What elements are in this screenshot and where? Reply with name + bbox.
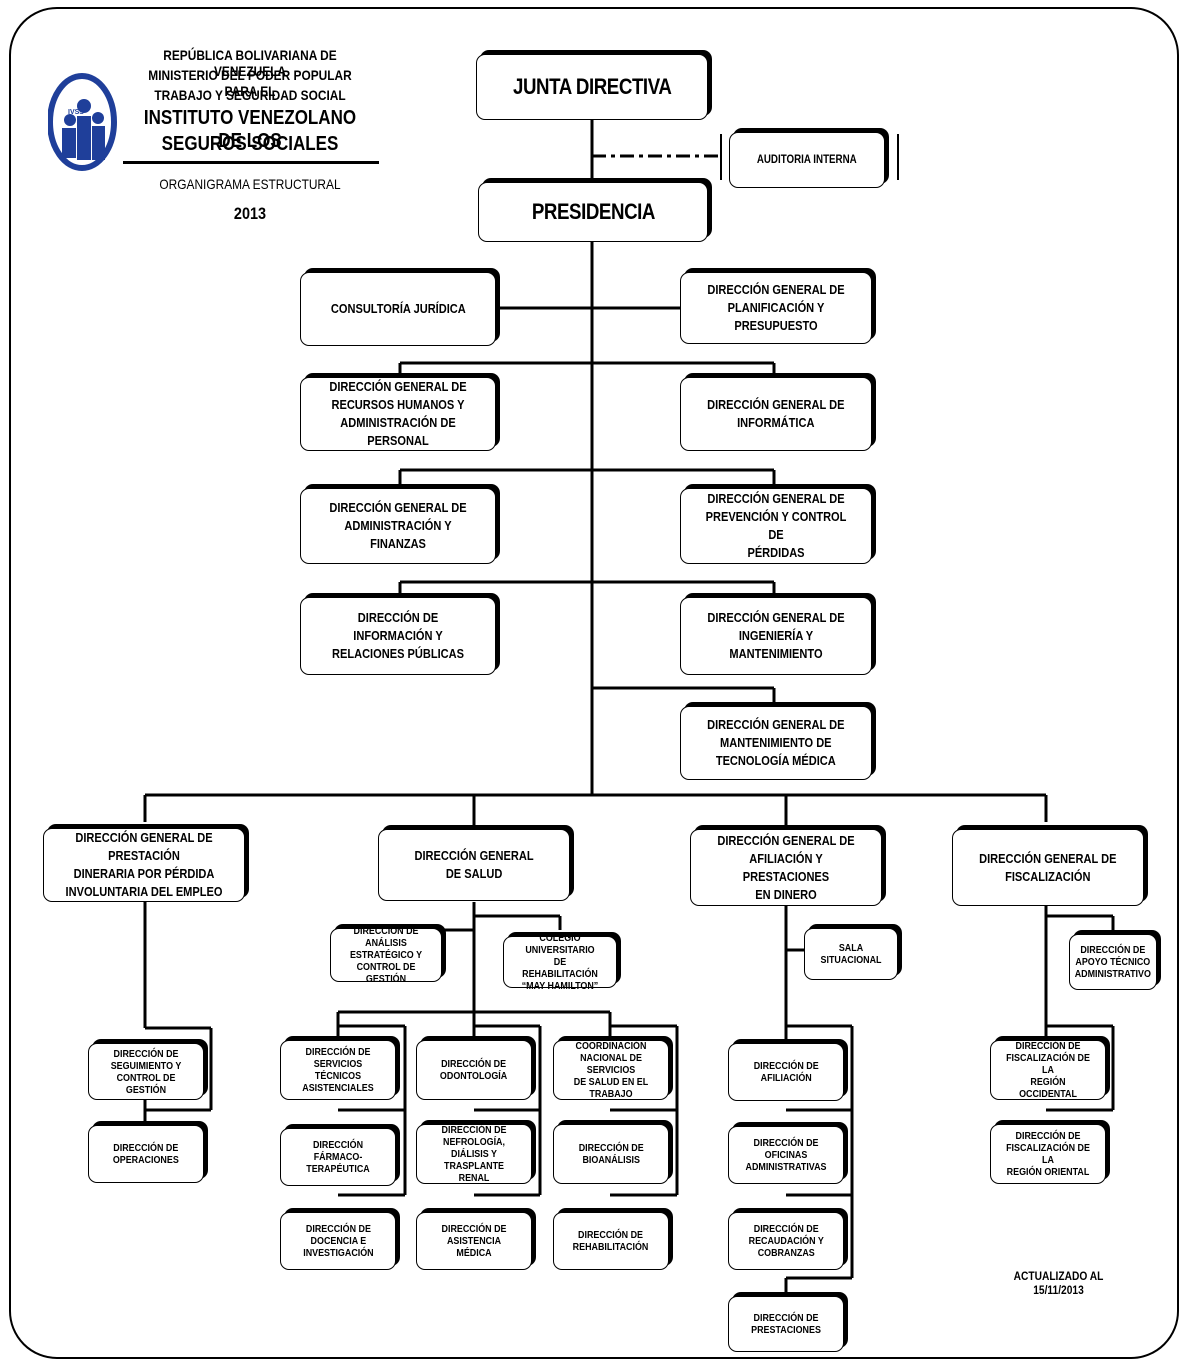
box-colegio-may-hamilton: COLEGIO UNIVERSITARIO DE REHABILITACIÓN …	[503, 932, 617, 992]
box-docencia-investigacion: DIRECCIÓN DE DOCENCIA E INVESTIGACIÓN	[280, 1212, 396, 1270]
box-seguimiento-control: DIRECCIÓN DE SEGUIMIENTO Y CONTROL DE GE…	[88, 1043, 204, 1100]
box-prevencion-perdidas: DIRECCIÓN GENERAL DE PREVENCIÓN Y CONTRO…	[680, 488, 872, 564]
box-bioanalisis: DIRECCIÓN DE BIOANÁLISIS	[553, 1124, 669, 1184]
header-line-3: TRABAJO Y SEGURIDAD SOCIAL	[154, 87, 346, 103]
box-farmaco-terapeutica: DIRECCIÓN FÁRMACO-TERAPÉUTICA	[280, 1128, 396, 1186]
box-recaudacion-cobranzas: DIRECCIÓN DE RECAUDACIÓN Y COBRANZAS	[728, 1212, 844, 1270]
box-direccion-salud: DIRECCIÓN GENERAL DE SALUD	[378, 829, 570, 901]
box-planificacion-presupuesto: DIRECCIÓN GENERAL DE PLANIFICACIÓN Y PRE…	[680, 272, 872, 344]
chart-frame	[9, 7, 1179, 1359]
box-ingenieria-mantenimiento: DIRECCIÓN GENERAL DE INGENIERÍA Y MANTEN…	[680, 597, 872, 675]
box-afiliacion-prestaciones: DIRECCIÓN GENERAL DE AFILIACIÓN Y PRESTA…	[690, 829, 882, 906]
box-analisis-estrategico: DIRECCIÓN DE ANÁLISIS ESTRATÉGICO Y CONT…	[330, 925, 442, 985]
box-informatica: DIRECCIÓN GENERAL DE INFORMÁTICA	[680, 377, 872, 451]
box-administracion-finanzas: DIRECCIÓN GENERAL DE ADMINISTRACIÓN Y FI…	[300, 488, 496, 564]
header-line-1: REPÚBLICA BOLIVARIANA DE VENEZUELA	[163, 47, 337, 79]
box-region-oriental: DIRECCIÓN DE FISCALIZACIÓN DE LA REGIÓN …	[990, 1124, 1106, 1184]
header-underline	[123, 161, 379, 164]
header-line-2: MINISTERIO DEL PODER POPULAR PARA EL	[148, 67, 352, 99]
box-tecnologia-medica: DIRECCIÓN GENERAL DE MANTENIMIENTO DE TE…	[680, 706, 872, 780]
box-operaciones: DIRECCIÓN DE OPERACIONES	[88, 1125, 204, 1183]
box-odontologia: DIRECCIÓN DE ODONTOLOGÍA	[416, 1040, 532, 1100]
header-institute-1: INSTITUTO VENEZOLANO DE LOS	[143, 107, 357, 152]
box-oficinas-administrativas: DIRECCIÓN DE OFICINAS ADMINISTRATIVAS	[728, 1126, 844, 1184]
box-rehabilitacion: DIRECCIÓN DE REHABILITACIÓN	[553, 1212, 669, 1270]
box-prestacion-dineraria: DIRECCIÓN GENERAL DE PRESTACIÓN DINERARI…	[43, 828, 245, 902]
box-recursos-humanos: DIRECCIÓN GENERAL DE RECURSOS HUMANOS Y …	[300, 377, 496, 451]
box-nefrologia: DIRECCIÓN DE NEFROLOGÍA, DIÁLISIS Y TRAS…	[416, 1124, 532, 1184]
box-junta-directiva: JUNTA DIRECTIVA	[476, 54, 708, 120]
box-consultoria-juridica: CONSULTORÍA JURÍDICA	[300, 272, 496, 346]
box-servicios-tecnicos: DIRECCIÓN DE SERVICIOS TÉCNICOS ASISTENC…	[280, 1040, 396, 1100]
box-coordinacion-salud-trabajo: COORDINACIÓN NACIONAL DE SERVICIOS DE SA…	[553, 1040, 669, 1100]
ivss-logo: IVSS	[48, 73, 117, 171]
box-region-occidental: DIRECCIÓN DE FISCALIZACIÓN DE LA REGIÓN …	[990, 1040, 1106, 1100]
box-fiscalizacion: DIRECCIÓN GENERAL DE FISCALIZACIÓN	[952, 829, 1144, 906]
chart-subtitle: ORGANIGRAMA ESTRUCTURAL	[159, 176, 341, 192]
box-afiliacion: DIRECCIÓN DE AFILIACIÓN	[728, 1043, 844, 1101]
box-informacion-relaciones: DIRECCIÓN DE INFORMACIÓN Y RELACIONES PÚ…	[300, 597, 496, 675]
header-institute-2: SEGUROS SOCIALES	[161, 133, 339, 155]
box-sala-situacional: SALA SITUACIONAL	[804, 928, 898, 980]
box-apoyo-tecnico: DIRECCIÓN DE APOYO TÉCNICO ADMINISTRATIV…	[1069, 934, 1157, 990]
box-auditoria-interna: AUDITORIA INTERNA	[729, 132, 885, 188]
box-presidencia: PRESIDENCIA	[478, 182, 708, 242]
updated-note: ACTUALIZADO AL 15/11/2013	[1013, 1269, 1104, 1297]
box-prestaciones: DIRECCIÓN DE PRESTACIONES	[728, 1296, 844, 1352]
box-asistencia-medica: DIRECCIÓN DE ASISTENCIA MÉDICA	[416, 1212, 532, 1270]
logo-label: IVSS	[68, 109, 84, 116]
chart-year: 2013	[233, 204, 267, 223]
